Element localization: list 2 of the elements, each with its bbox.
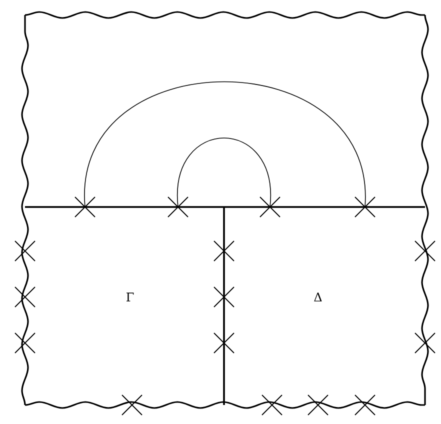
region-label: Δ: [314, 292, 322, 302]
region-label: Γ: [126, 292, 134, 302]
